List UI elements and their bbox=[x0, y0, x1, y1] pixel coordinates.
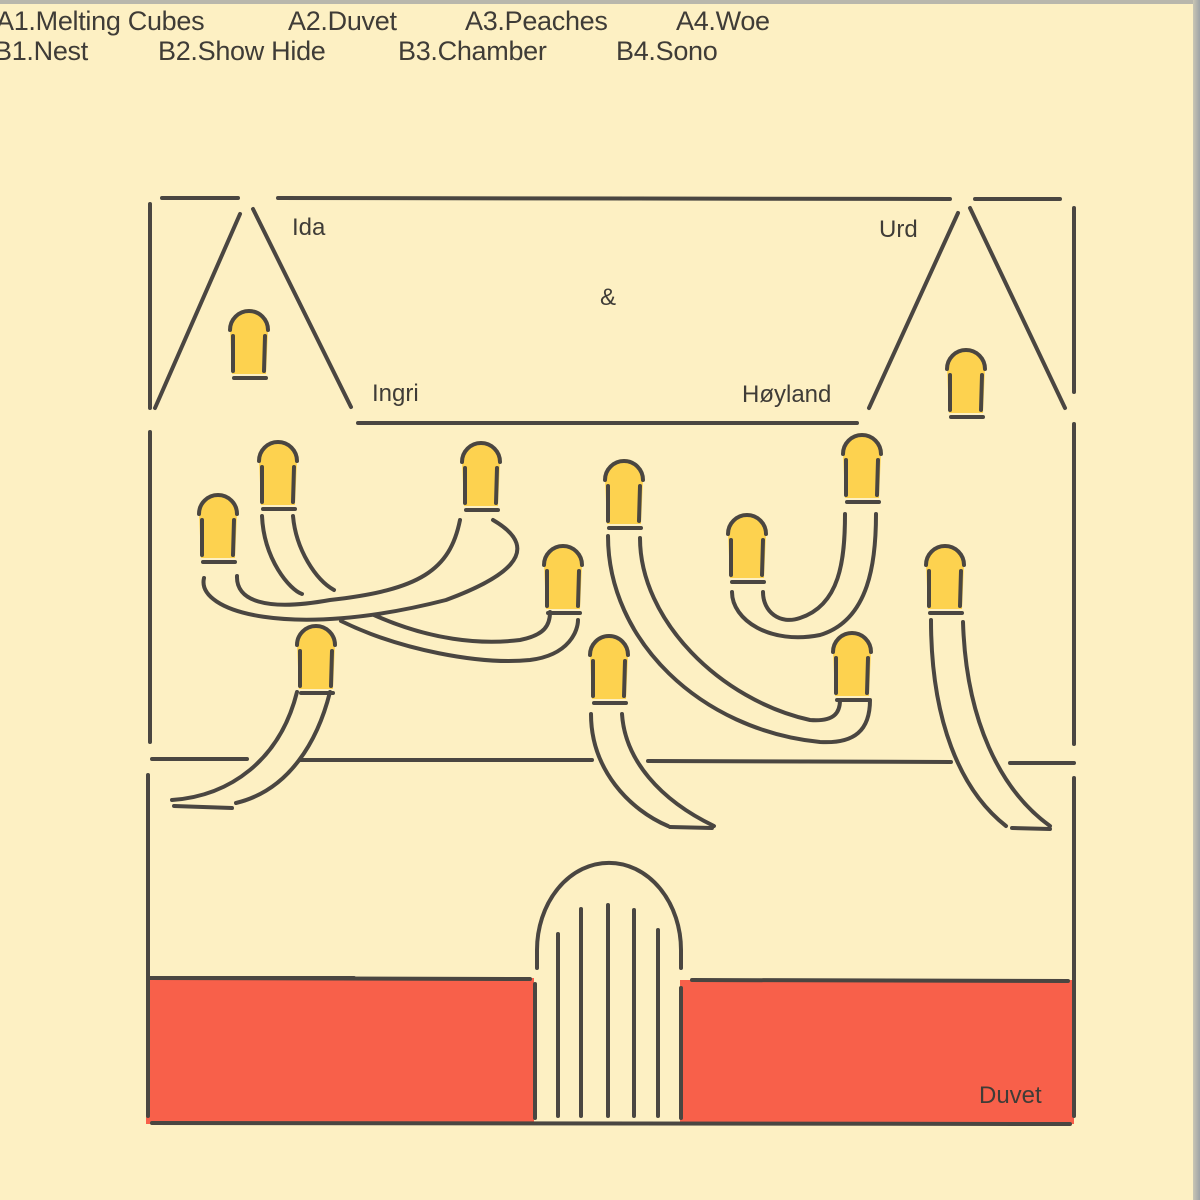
lamp-icon bbox=[197, 491, 239, 564]
lamp-icon bbox=[831, 629, 873, 702]
side-a-row: A1.Melting Cubes A2.Duvet A3.Peaches A4.… bbox=[0, 6, 1100, 36]
track-b2: B2.Show Hide bbox=[158, 36, 326, 66]
lamp-icon bbox=[588, 632, 630, 705]
artist-name-ingri: Ingri bbox=[372, 380, 419, 407]
track-a1: A1.Melting Cubes bbox=[0, 6, 205, 36]
outline-lines bbox=[146, 196, 1076, 1126]
sleeve-right-edge bbox=[1193, 0, 1200, 1200]
track-b4: B4.Sono bbox=[616, 36, 718, 66]
lamp-icon bbox=[295, 622, 337, 695]
tracklist: A1.Melting Cubes A2.Duvet A3.Peaches A4.… bbox=[0, 6, 1100, 66]
lamp-icon bbox=[228, 307, 270, 380]
lamp-icon bbox=[460, 439, 502, 512]
lamp-icon bbox=[841, 431, 883, 504]
album-title: Duvet bbox=[979, 1082, 1042, 1109]
track-b3: B3.Chamber bbox=[398, 36, 547, 66]
ampersand: & bbox=[600, 284, 617, 311]
lamp-icon bbox=[542, 542, 584, 615]
lamp-icon bbox=[726, 511, 768, 584]
track-a4: A4.Woe bbox=[676, 6, 770, 36]
lamp-icons bbox=[197, 307, 987, 705]
base-block-right bbox=[680, 980, 1074, 1124]
track-a3: A3.Peaches bbox=[465, 6, 608, 36]
artist-name-hoyland: Høyland bbox=[742, 381, 832, 408]
sleeve-top-edge bbox=[0, 0, 1200, 4]
lamp-icon bbox=[945, 346, 987, 419]
side-b-row: B1.Nest B2.Show Hide B3.Chamber B4.Sono bbox=[0, 36, 1100, 66]
lamp-icon bbox=[603, 457, 645, 530]
lamp-icon bbox=[257, 438, 299, 511]
artist-name-urd: Urd bbox=[879, 216, 918, 243]
lamp-icon bbox=[924, 542, 966, 615]
track-b1: B1.Nest bbox=[0, 36, 88, 66]
artist-name-ida: Ida bbox=[292, 214, 326, 241]
track-a2: A2.Duvet bbox=[288, 6, 397, 36]
base-block-left bbox=[146, 978, 534, 1124]
